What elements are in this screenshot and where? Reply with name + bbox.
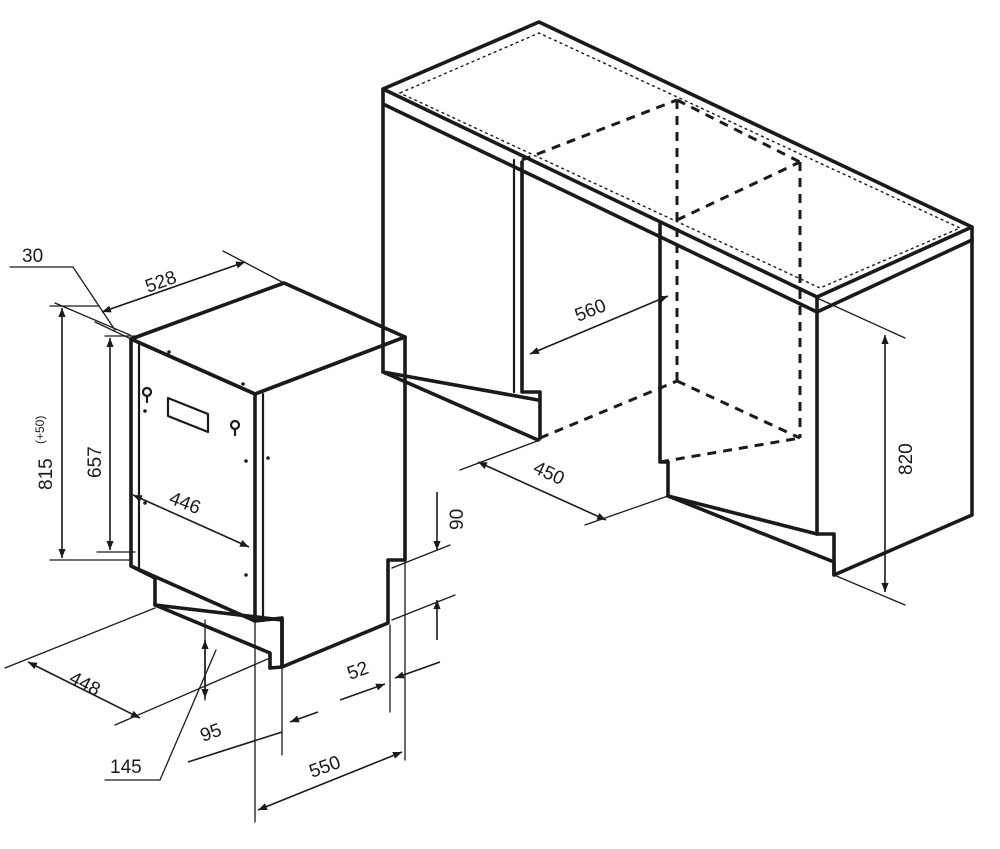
control-panel: [166, 396, 210, 434]
dishwasher-plinth-front: [153, 603, 284, 670]
dishwasher-niche: [521, 98, 802, 464]
label-560: 560: [572, 295, 609, 326]
worktop-top-face: [381, 20, 974, 299]
keyhole-right-icon: [229, 419, 241, 437]
right-cabinet-end: [815, 238, 974, 577]
label-528: 528: [143, 267, 180, 298]
dishwasher-front-frame: [129, 337, 257, 623]
label-450: 450: [530, 457, 568, 489]
dishwasher: [129, 281, 407, 670]
label-52: 52: [345, 658, 372, 685]
dishwasher-side-bottom: [280, 568, 390, 669]
label-30: 30: [22, 246, 43, 267]
label-448: 448: [66, 668, 104, 701]
label-815-tolerance: (+50): [33, 416, 47, 444]
label-657: 657: [85, 446, 106, 478]
label-815: 815: [36, 458, 57, 490]
dimension-labels: 30 528 815 (+50) 657 446 448 145 95 550 …: [22, 246, 917, 783]
screw-holes: [143, 350, 270, 577]
label-90: 90: [447, 509, 468, 530]
worktop-front-edge: [381, 87, 819, 314]
label-820: 820: [896, 443, 917, 475]
worktop-inner-edge: [398, 32, 962, 289]
label-95: 95: [198, 720, 225, 747]
label-446: 446: [166, 488, 203, 519]
dishwasher-top: [129, 281, 407, 396]
worktop-side-edge: [815, 225, 974, 314]
label-145: 145: [110, 757, 142, 778]
keyhole-left-icon: [141, 386, 153, 404]
left-cabinet-side-panel: [520, 160, 542, 440]
kitchen-cabinet: [381, 20, 974, 577]
dimension-lines: [4, 250, 906, 823]
